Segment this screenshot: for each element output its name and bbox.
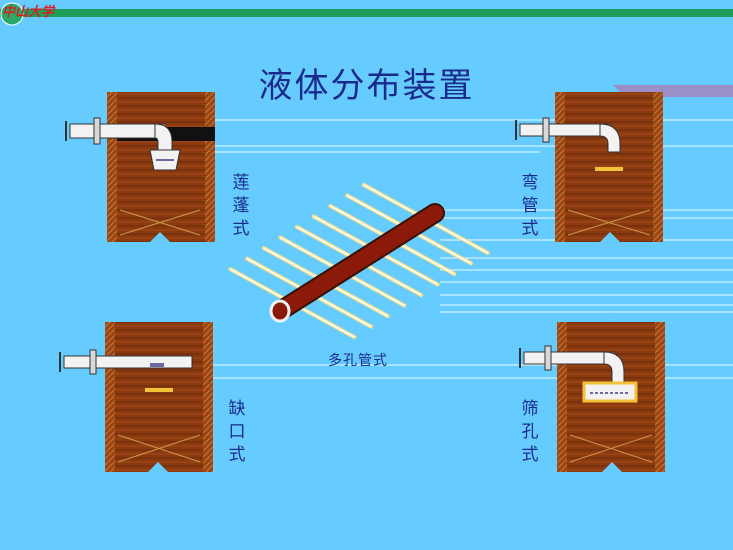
logo-text: 中山大学 (2, 5, 55, 20)
notch-distributor (59, 312, 213, 472)
label-notch: 缺口式 (228, 399, 246, 465)
tower-wall-left (107, 92, 117, 242)
page-title: 液体分布装置 (258, 66, 475, 106)
liquid-mark (595, 167, 623, 171)
label-bent-pipe: 弯管式 (521, 173, 539, 239)
sieve-hole-distributor (519, 312, 665, 472)
liquid-mark (145, 388, 173, 392)
tower-body (105, 322, 213, 472)
pipe-flange (93, 117, 101, 145)
header-bar (0, 9, 733, 17)
tower-notch-bottom (150, 232, 170, 242)
pipe-flange (542, 117, 550, 143)
pipe-flange (544, 345, 552, 371)
pipe-elbow (599, 123, 621, 153)
label-sieve-hole: 筛孔式 (521, 399, 539, 465)
tower-wall-right (203, 322, 213, 472)
tower-wall-right (653, 92, 663, 242)
feed-pipe (69, 123, 166, 139)
pipe-opening (269, 299, 291, 323)
bent-pipe-distributor (515, 82, 663, 242)
tower-wall-left (555, 92, 565, 242)
tower-wall-right (205, 92, 215, 242)
pipe-flange (89, 349, 97, 375)
feed-pipe (63, 355, 193, 369)
logo-emblem (0, 2, 24, 26)
perforated-pipe-distributor (228, 182, 490, 340)
label-showerhead: 莲蓬式 (232, 173, 250, 239)
main-pipe (272, 205, 443, 319)
tower-notch-top (150, 82, 170, 92)
tower-wall-left (105, 322, 115, 472)
feed-pipe (519, 123, 611, 137)
tower-wall-left (557, 322, 567, 472)
feed-pipe (523, 351, 615, 365)
showerhead-distributor (65, 82, 215, 242)
label-perforated-pipe: 多孔管式 (328, 353, 388, 369)
tower-wall-right (655, 322, 665, 472)
